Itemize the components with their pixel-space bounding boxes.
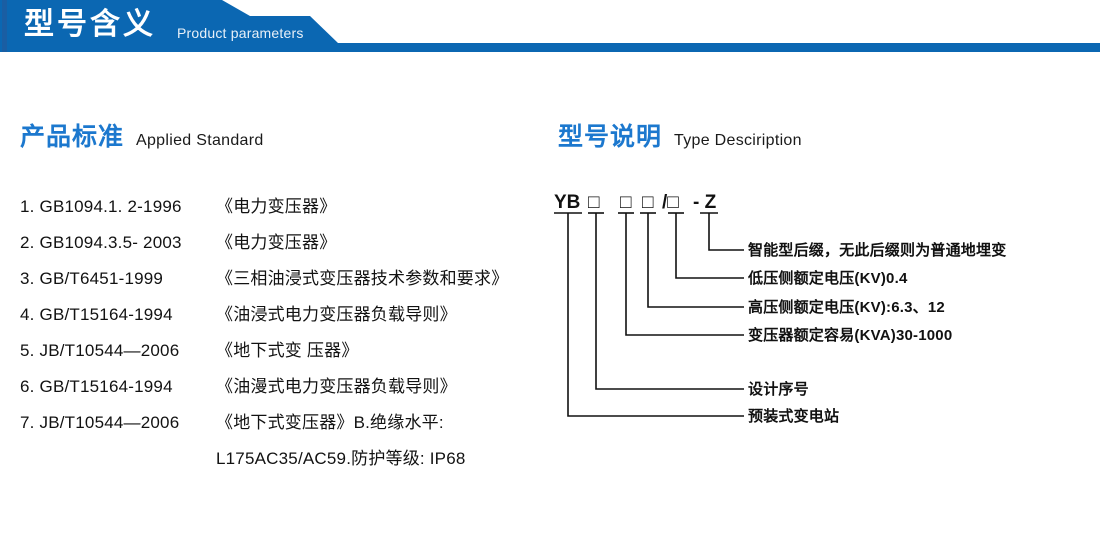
section-heading-en: Type Desciription (674, 132, 802, 149)
standard-title: 《地下式变压器》B.绝缘水平: (216, 413, 444, 432)
standard-number: JB/T10544—2006 (39, 341, 180, 360)
section-heading-cn: 型号说明 (558, 123, 663, 151)
standard-code: 1. GB1094.1. 2-1996 (20, 197, 216, 217)
code-segment-prefix: YB (554, 192, 580, 213)
standard-index: 3. (20, 269, 35, 288)
code-segment-design-serial: □ (588, 192, 600, 213)
callout-label-smart-suffix: 智能型后缀，无此后缀则为普通地埋变 (748, 242, 1007, 259)
standard-item: 3. GB/T6451-1999 《三相油浸式变压器技术参数和要求》 (20, 264, 550, 300)
standard-number: GB1094.1. 2-1996 (39, 197, 182, 216)
standard-item: 4. GB/T15164-1994 《油浸式电力变压器负载导则》 (20, 300, 550, 336)
standard-title: 《三相油浸式变压器技术参数和要求》 (216, 269, 509, 288)
standard-code: 3. GB/T6451-1999 (20, 269, 216, 289)
code-segment-lv-voltage: /□ (662, 192, 679, 213)
standard-title: 《油漫式电力变压器负载导则》 (216, 377, 457, 396)
code-segment-hv-voltage: □ (642, 192, 654, 213)
section-heading-type-description: 型号说明 Type Desciription (558, 117, 802, 153)
standard-index: 2. (20, 233, 35, 252)
standard-item: 2. GB1094.3.5- 2003 《电力变压器》 (20, 228, 550, 264)
callout-label-lv-voltage: 低压侧额定电压(KV)0.4 (748, 270, 908, 287)
standard-number: GB/T6451-1999 (39, 269, 164, 288)
standard-index: 7. (20, 413, 35, 432)
standard-index: 6. (20, 377, 35, 396)
type-designation-leader-lines: YB □ □ □ /□ - Z (554, 192, 744, 417)
banner-subtitle: Product parameters (177, 25, 304, 41)
standard-title: 《电力变压器》 (216, 233, 337, 252)
standard-code: 6. GB/T15164-1994 (20, 377, 216, 397)
standard-title-continued: L175AC35/AC59.防护等级: IP68 (216, 449, 466, 468)
callout-label-prefix: 预装式变电站 (748, 408, 840, 425)
applied-standards-list: 1. GB1094.1. 2-1996 《电力变压器》 2. GB1094.3.… (20, 192, 550, 480)
page-header-banner: 型号含义 Product parameters (0, 0, 1100, 56)
type-designation-diagram: YB □ □ □ /□ - Z 智能型后缀， (552, 188, 1092, 433)
standard-item: 7. JB/T10544—2006 《地下式变压器》B.绝缘水平: (20, 408, 550, 444)
standard-index: 4. (20, 305, 35, 324)
standard-code: 4. GB/T15164-1994 (20, 305, 216, 325)
standard-number: GB1094.3.5- 2003 (39, 233, 182, 252)
standard-code: 5. JB/T10544—2006 (20, 341, 216, 361)
standard-item-continuation: L175AC35/AC59.防护等级: IP68 (20, 444, 550, 480)
callout-label-capacity: 变压器额定容易(KVA)30-1000 (748, 327, 953, 344)
banner-shape (0, 0, 1100, 52)
standard-code: 2. GB1094.3.5- 2003 (20, 233, 216, 253)
standard-item: 6. GB/T15164-1994 《油漫式电力变压器负载导则》 (20, 372, 550, 408)
code-segment-smart-suffix: - Z (693, 192, 717, 213)
standard-number: GB/T15164-1994 (39, 377, 173, 396)
callout-label-hv-voltage: 高压侧额定电压(KV):6.3、12 (748, 299, 945, 316)
standard-item: 5. JB/T10544—2006 《地下式变 压器》 (20, 336, 550, 372)
section-heading-en: Applied Standard (136, 132, 264, 149)
standard-index: 5. (20, 341, 35, 360)
banner-title: 型号含义 (24, 8, 156, 41)
standard-number: GB/T15164-1994 (39, 305, 173, 324)
standard-title: 《电力变压器》 (216, 197, 337, 216)
code-segment-capacity: □ (620, 192, 632, 213)
standard-title: 《油浸式电力变压器负载导则》 (216, 305, 457, 324)
standard-number: JB/T10544—2006 (39, 413, 180, 432)
standard-title: 《地下式变 压器》 (216, 341, 359, 360)
callout-label-design-serial: 设计序号 (748, 381, 809, 398)
standard-item: 1. GB1094.1. 2-1996 《电力变压器》 (20, 192, 550, 228)
standard-index: 1. (20, 197, 35, 216)
standard-code: 7. JB/T10544—2006 (20, 413, 216, 433)
section-heading-cn: 产品标准 (20, 123, 125, 151)
section-heading-applied-standard: 产品标准 Applied Standard (20, 117, 264, 153)
